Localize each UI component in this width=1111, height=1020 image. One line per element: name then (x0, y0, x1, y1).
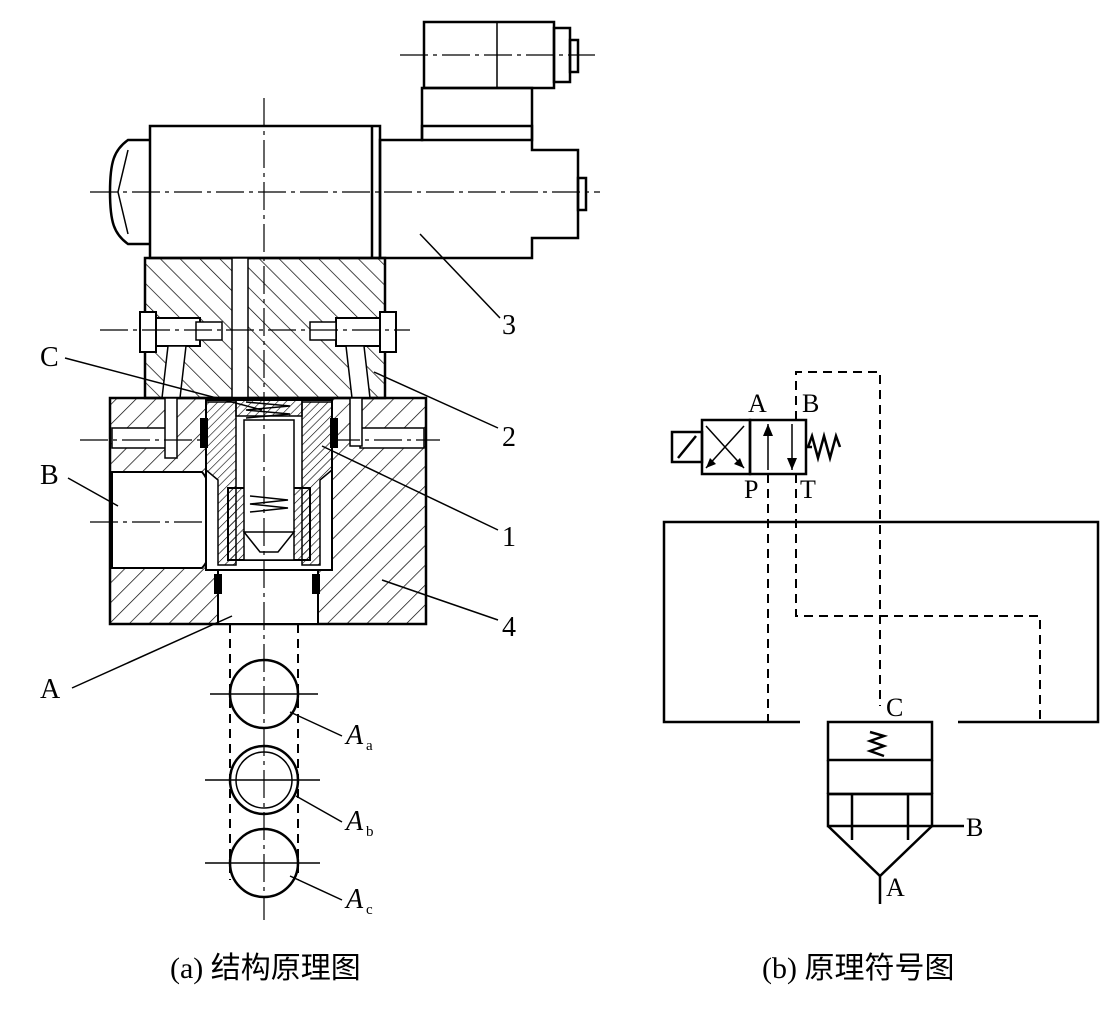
label-b: B (40, 460, 59, 491)
label-port-a: A (886, 873, 905, 902)
cartridge-valve-symbol (826, 720, 964, 904)
connector-plug (400, 20, 595, 142)
label-a: A (40, 674, 61, 705)
symbol-diagram: A B P T C B A (b) 原理符号图 (662, 371, 1100, 985)
label-area-b-sub: b (366, 824, 374, 840)
label-area-c-main: A (344, 884, 364, 915)
label-valve-p: P (744, 475, 758, 504)
label-area-a-sub: a (366, 738, 373, 754)
solenoid-coil (90, 124, 600, 260)
label-part-4: 4 (502, 612, 516, 643)
label-port-b: B (966, 813, 983, 842)
label-port-c: C (886, 693, 903, 722)
label-area-a-main: A (344, 720, 364, 751)
area-cross-sections (205, 624, 320, 899)
caption-symbol: (b) 原理符号图 (762, 952, 954, 985)
label-valve-t: T (800, 475, 816, 504)
label-part-3: 3 (502, 310, 516, 341)
label-valve-b: B (802, 389, 819, 418)
label-part-1: 1 (502, 522, 516, 553)
label-area-b-main: A (344, 806, 364, 837)
label-part-2: 2 (502, 422, 516, 453)
label-c: C (40, 342, 59, 373)
valve-cover-block (100, 256, 410, 400)
caption-structure: (a) 结构原理图 (170, 952, 361, 985)
label-area-c-sub: c (366, 902, 373, 918)
structure-diagram: C B A 3 2 1 4 A a A b A c (a) 结构原理图 (40, 20, 600, 985)
pilot-valve-symbol (670, 418, 842, 476)
cartridge-insert (200, 399, 338, 566)
label-valve-a: A (748, 389, 767, 418)
